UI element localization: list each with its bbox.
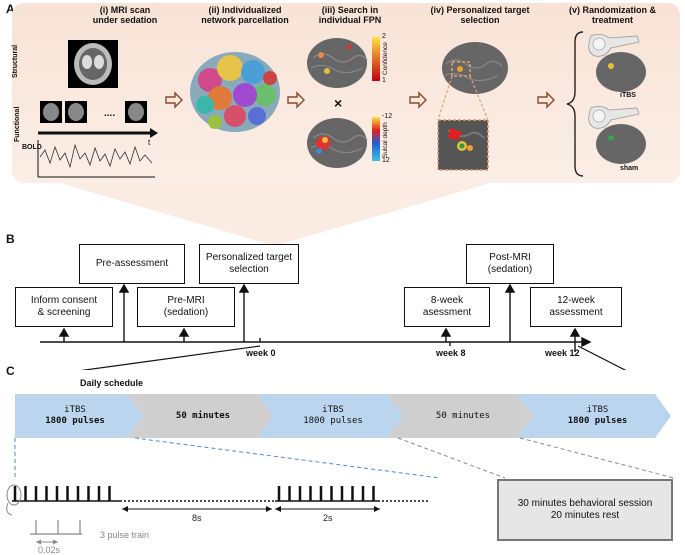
sulcal-bottom: 12 [382, 157, 390, 164]
week12-assessment-box: 12-week assessment [530, 287, 622, 327]
panel-a-background [12, 3, 680, 246]
interval-8s-label: 8s [192, 513, 202, 523]
target-selection-box: Personalized target selection [199, 244, 299, 284]
segment-4-text: 50 minutes [408, 411, 518, 422]
pre-assessment-box: Pre-assessment [79, 244, 185, 284]
segment-1-line2: 1800 pulses [45, 416, 105, 426]
itbs-coil-brain [588, 34, 646, 92]
treatment-brace [566, 31, 584, 177]
segment-3-text: iTBS 1800 pulses [278, 405, 388, 427]
itbs-label: iTBS [620, 92, 636, 99]
confidence-bottom: 1 [382, 77, 386, 84]
segment-5-text: iTBS 1800 pulses [540, 405, 655, 427]
sulcal-colorbar [372, 117, 380, 161]
interval-002s-label: 0.02s [38, 545, 61, 555]
week8-label: week 8 [436, 348, 466, 358]
sulcal-top: -12 [382, 113, 393, 120]
panel-b-letter: B [6, 232, 15, 246]
sham-label: sham [620, 165, 639, 172]
fpn-brain-bottom [307, 118, 368, 168]
multiply-sign: × [334, 95, 343, 111]
confidence-colorbar [372, 37, 380, 81]
segment-1-line1: iTBS [64, 405, 86, 415]
bold-label: BOLD [22, 144, 42, 151]
inform-consent-box: Inform consent & screening [15, 287, 113, 327]
segment-2-line1: 50 minutes [175, 411, 231, 421]
panel-a-letter: A [6, 2, 15, 16]
week12-label: week 12 [545, 348, 580, 358]
parcellation-brain [190, 52, 280, 132]
sham-coil-brain [588, 106, 646, 164]
step-5-title: (v) Randomization & treatment [569, 5, 656, 25]
dots-label: .... [104, 108, 116, 119]
segment-4-line1: 50 minutes [435, 411, 491, 421]
target-selection-illustration [437, 42, 508, 171]
step-2-title: (ii) Individualized network parcellation [201, 5, 289, 25]
segment-1-text: iTBS 1800 pulses [20, 405, 130, 427]
confidence-top: 2 [382, 33, 386, 40]
daily-schedule-label: Daily schedule [80, 378, 144, 388]
step-arrows [165, 91, 555, 109]
segment-3-line2: 1800 pulses [303, 416, 363, 426]
week0-label: week 0 [246, 348, 276, 358]
week8-assessment-box: 8-week asessment [404, 287, 490, 327]
segment-5-line1: iTBS [586, 405, 609, 415]
rest-session-box: 30 minutes behavioral session 20 minutes… [497, 479, 673, 541]
pulse-train-diagram [6, 484, 430, 545]
segment-3-line1: iTBS [322, 405, 344, 415]
timeline-lines [40, 283, 627, 370]
mri-scan-illustration [37, 40, 158, 178]
step-1-title: (i) MRI scan under sedation [92, 5, 158, 25]
pre-mri-box: Pre-MRI (sedation) [137, 287, 235, 327]
step-3-title: (iii) Search in individual FPN [318, 5, 382, 25]
segment-5-line2: 1800 pulses [567, 416, 628, 426]
time-label: t [148, 138, 151, 147]
panel-c-letter: C [6, 364, 15, 378]
interval-2s-label: 2s [323, 513, 333, 523]
post-mri-box: Post-MRI (sedation) [466, 244, 554, 284]
pulse-train-label: 3 pulse train [100, 530, 150, 540]
pulse-bars [13, 486, 375, 501]
step-4-title: (iv) Personalized target selection [430, 5, 530, 25]
fpn-brain-top [307, 38, 368, 88]
segment-2-text: 50 minutes [148, 411, 258, 422]
